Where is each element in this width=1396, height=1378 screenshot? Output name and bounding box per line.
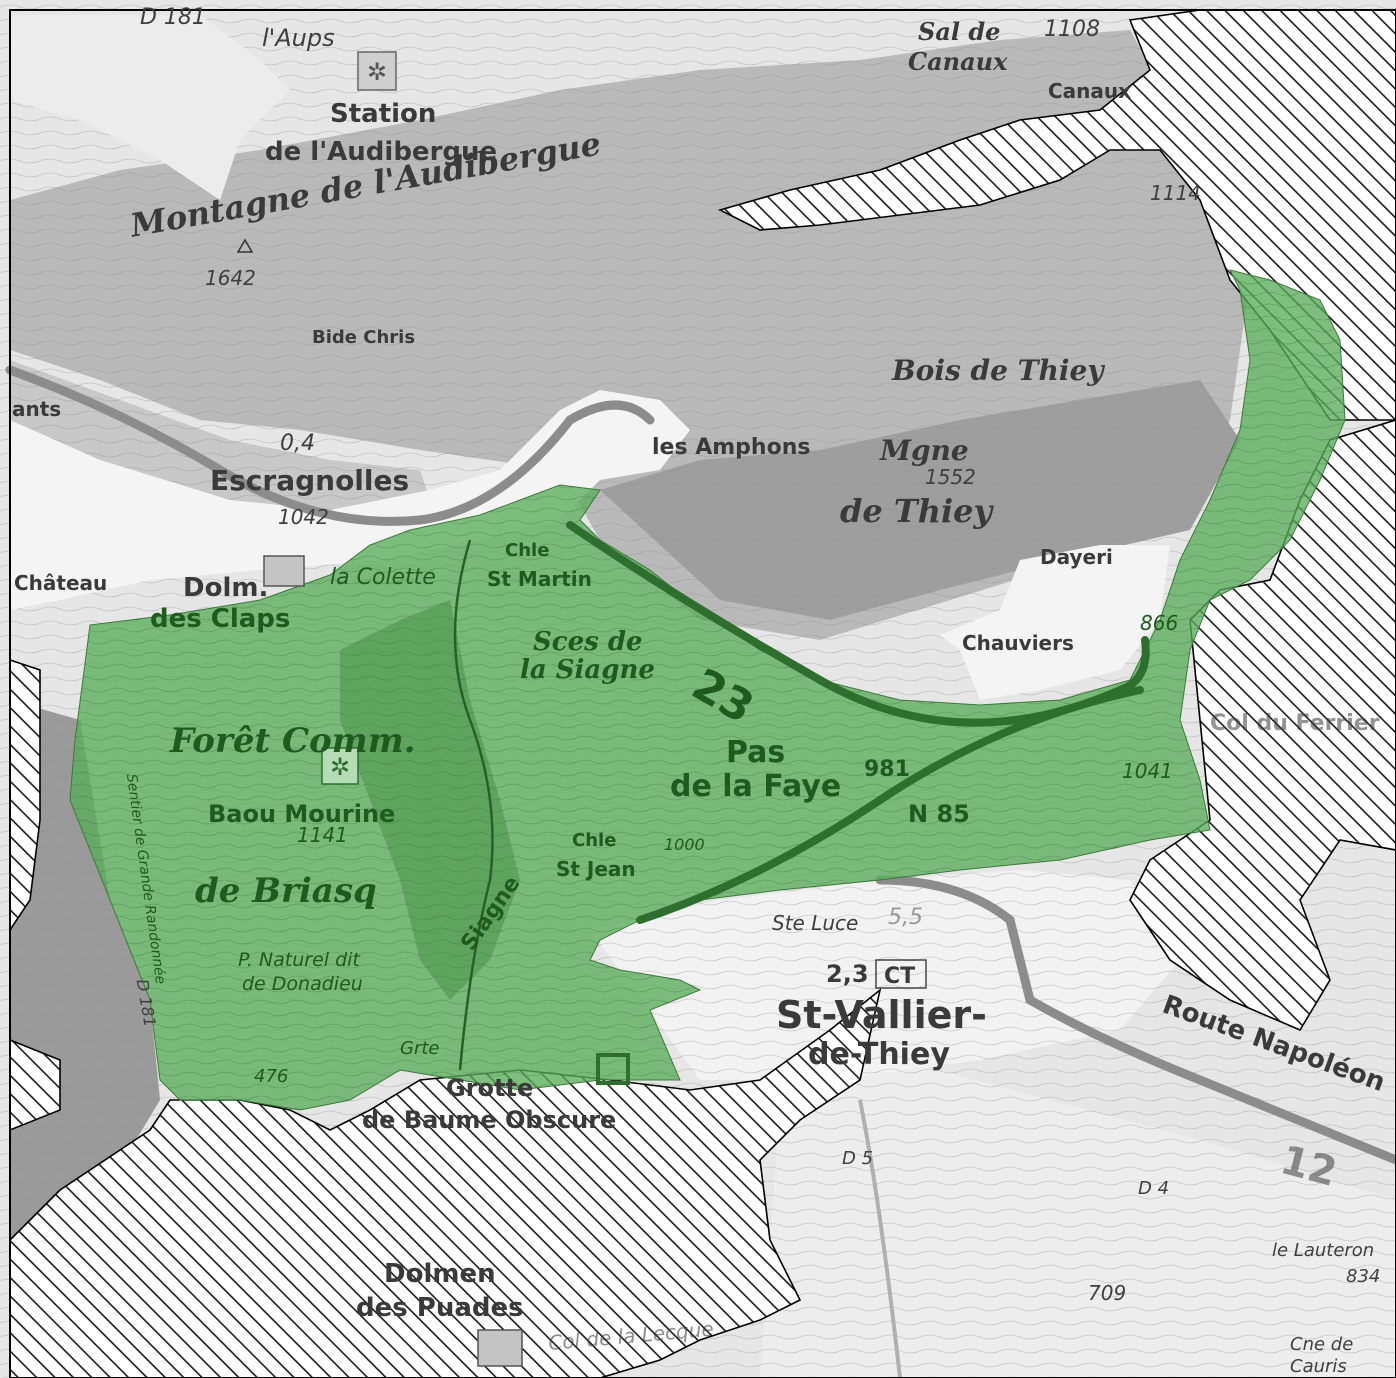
- label-grotte: Grotte: [446, 1074, 533, 1102]
- label-siagne-top: la Siagne: [520, 655, 655, 685]
- label-cauris: Cauris: [1290, 1356, 1347, 1377]
- label-chle-jean: Chle: [572, 830, 616, 851]
- label-n85: N 85: [908, 800, 970, 828]
- label-baou: Baou Mourine: [208, 800, 395, 828]
- label-foret: Forêt Comm.: [169, 721, 416, 761]
- protected-area-dark-gorge: [340, 600, 520, 1000]
- river-siagne: [453, 539, 494, 1071]
- clearing-chauviers: [940, 545, 1170, 700]
- label-d181: D 181: [140, 5, 206, 30]
- label-escragnolles: Escragnolles: [210, 464, 409, 497]
- label-sanzer: Gourdon: [1360, 1185, 1396, 1204]
- label-grte: Grte: [400, 1038, 439, 1059]
- label-alt1042: 1042: [278, 505, 329, 529]
- label-colette: la Colette: [330, 565, 436, 590]
- label-donadieu: de Donadieu: [242, 973, 363, 995]
- label-alt1642: 1642: [205, 266, 256, 290]
- label-alt1141: 1141: [297, 823, 348, 847]
- label-ants: ants: [12, 397, 61, 421]
- label-col-ferrier: Col du Ferrier: [1210, 711, 1380, 736]
- label-baume: de Baume Obscure: [362, 1106, 616, 1134]
- label-ste-luce: Ste Luce: [772, 911, 858, 935]
- label-sces: Sces de: [533, 627, 643, 657]
- label-d4: D 4: [1138, 1178, 1169, 1199]
- label-dayeri: Dayeri: [1040, 545, 1113, 569]
- hatched-zones: [9, 9, 1396, 1378]
- label-chle-martin: Chle: [505, 540, 549, 561]
- label-alt834: 834: [1346, 1266, 1380, 1287]
- label-km23: 2,3: [826, 960, 869, 988]
- label-des-claps: des Claps: [150, 604, 290, 634]
- label-st-jean: St Jean: [556, 857, 636, 881]
- label-alt1114: 1114: [1150, 181, 1201, 205]
- label-station: Station: [330, 99, 436, 129]
- label-alt981: 981: [864, 757, 910, 782]
- label-scanaux: Sal de: [918, 17, 1000, 46]
- label-de-thiey2: de-Thiey: [808, 1037, 950, 1072]
- label-dolm: Dolm.: [183, 573, 268, 603]
- label-station2: de l'Audibergue: [265, 137, 497, 167]
- forest-house-icon: [321, 747, 359, 785]
- label-alt866: 866: [1140, 611, 1178, 635]
- label-st-martin: St Martin: [487, 567, 592, 591]
- clearing-aups: [10, 15, 290, 200]
- clearing-escragnolles: [10, 390, 690, 610]
- svg-text:✲: ✲: [330, 753, 350, 781]
- camping-icon: [263, 555, 305, 587]
- ct-box: [875, 959, 927, 989]
- label-alt709: 709: [1088, 1281, 1126, 1305]
- hatch-east: [1129, 419, 1396, 1032]
- summit-triangle-icon: [236, 238, 254, 253]
- label-cre: Cne de: [1290, 1334, 1353, 1355]
- label-chateau: Château: [14, 571, 107, 595]
- label-km55: 5,5: [888, 905, 923, 930]
- label-canaux2: Canaux: [1048, 79, 1131, 103]
- label-st-vallier: St-Vallier-: [776, 993, 987, 1037]
- label-alt1108: 1108: [1044, 17, 1100, 42]
- label-pas: Pas: [726, 735, 785, 770]
- label-pnaturel: P. Naturel dit: [238, 949, 361, 971]
- label-alt476: 476: [254, 1066, 288, 1087]
- label-aups: l'Aups: [262, 24, 335, 52]
- label-alt1000: 1000: [664, 835, 705, 854]
- station-icon: [357, 51, 397, 91]
- label-chauviers: Chauviers: [962, 631, 1074, 655]
- map-frame: [9, 9, 1396, 1378]
- label-d5: D 5: [842, 1148, 873, 1169]
- label-faye: de la Faye: [670, 769, 841, 804]
- symbols: ✲ ✲: [236, 51, 630, 1367]
- protected-area-contours: [70, 270, 1345, 1110]
- road-d5: [858, 1099, 902, 1378]
- label-canaux: Canaux: [908, 47, 1008, 76]
- label-bois-thiey: Bois de Thiey: [891, 354, 1105, 387]
- label-alt1552: 1552: [925, 465, 976, 489]
- label-bde-chris: Bide Chris: [312, 327, 415, 348]
- label-mgne: Mgne: [879, 434, 969, 467]
- label-dolmen: Dolmen: [384, 1259, 496, 1289]
- road-n85-north: [5, 365, 655, 526]
- label-briasq: de Briasq: [195, 871, 377, 911]
- label-ct: CT: [884, 964, 915, 989]
- label-km04: 0,4: [280, 431, 315, 456]
- label-alt1041: 1041: [1122, 759, 1173, 783]
- label-amphons: les Amphons: [652, 435, 810, 460]
- camping-icon-south: [477, 1329, 523, 1367]
- label-lauteron: le Lauteron: [1272, 1240, 1374, 1261]
- label-de-thiey: de Thiey: [840, 492, 994, 530]
- svg-text:✲: ✲: [367, 58, 387, 86]
- label-puades: des Puades: [356, 1293, 524, 1323]
- square-marker-icon: [596, 1053, 630, 1085]
- road-route-napoleon: [875, 875, 1396, 1165]
- road-n85-green: [566, 521, 1150, 924]
